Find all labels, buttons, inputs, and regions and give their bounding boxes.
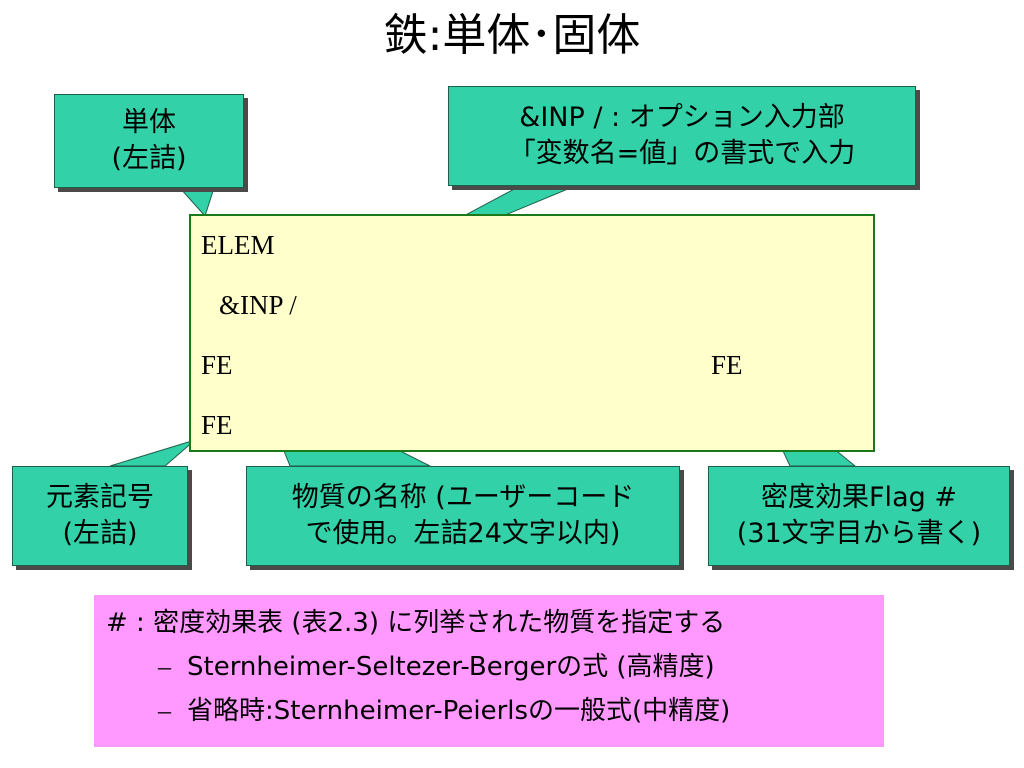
connector-tanntai [178,187,215,217]
slide-title: 鉄:単体･固体 [383,10,641,61]
callout-element-symbol-line1: 元素記号 [46,482,154,513]
callout-material-name-line1: 物質の名称 (ユーザーコード [291,482,635,513]
note-item-text: Sternheimer-Seltezer-Bergerの式 (高精度) [187,652,715,682]
callout-material-name: 物質の名称 (ユーザーコード で使用。左詰24文字以内) [246,466,680,566]
note-item-ssb: –Sternheimer-Seltezer-Bergerの式 (高精度) [106,645,884,689]
callout-element-symbol: 元素記号 (左詰) [12,466,188,566]
code-line-fe-left: FE [201,350,233,380]
code-line-inp: &INP / [219,290,297,320]
note-dash: – [158,652,171,681]
callout-inp-line2: 「変数名=値」の書式で入力 [508,138,856,169]
callout-element-symbol-line2: (左詰) [62,518,138,549]
callout-density-flag-line2: (31文字目から書く) [736,518,982,549]
code-line-fe-right: FE [711,350,743,380]
input-code-box: ELEM &INP / FE FE FE [189,214,875,452]
code-line-fe-bottom: FE [201,410,233,440]
callout-density-flag-line1: 密度効果Flag # [761,482,957,513]
note-dash: – [158,696,171,725]
callout-density-flag: 密度効果Flag # (31文字目から書く) [708,466,1010,566]
callout-tanntai-line2: (左詰) [111,143,187,174]
note-item-text: 省略時:Sternheimer-Peierlsの一般式(中精度) [187,696,731,726]
density-effect-note: # : 密度効果表 (表2.3) に列挙された物質を指定する –Sternhei… [94,595,884,747]
note-item-sp: –省略時:Sternheimer-Peierlsの一般式(中精度) [106,689,884,733]
connector-element-symbol [109,439,196,467]
code-line-elem: ELEM [201,230,275,260]
callout-material-name-line2: で使用。左詰24文字以内) [305,518,621,549]
callout-tanntai: 単体 (左詰) [54,94,244,188]
callout-tanntai-line1: 単体 [122,107,176,138]
callout-inp-line1: &INP / : オプション入力部 [519,102,845,133]
callout-inp: &INP / : オプション入力部 「変数名=値」の書式で入力 [448,86,916,186]
note-main-line: # : 密度効果表 (表2.3) に列挙された物質を指定する [106,608,726,638]
